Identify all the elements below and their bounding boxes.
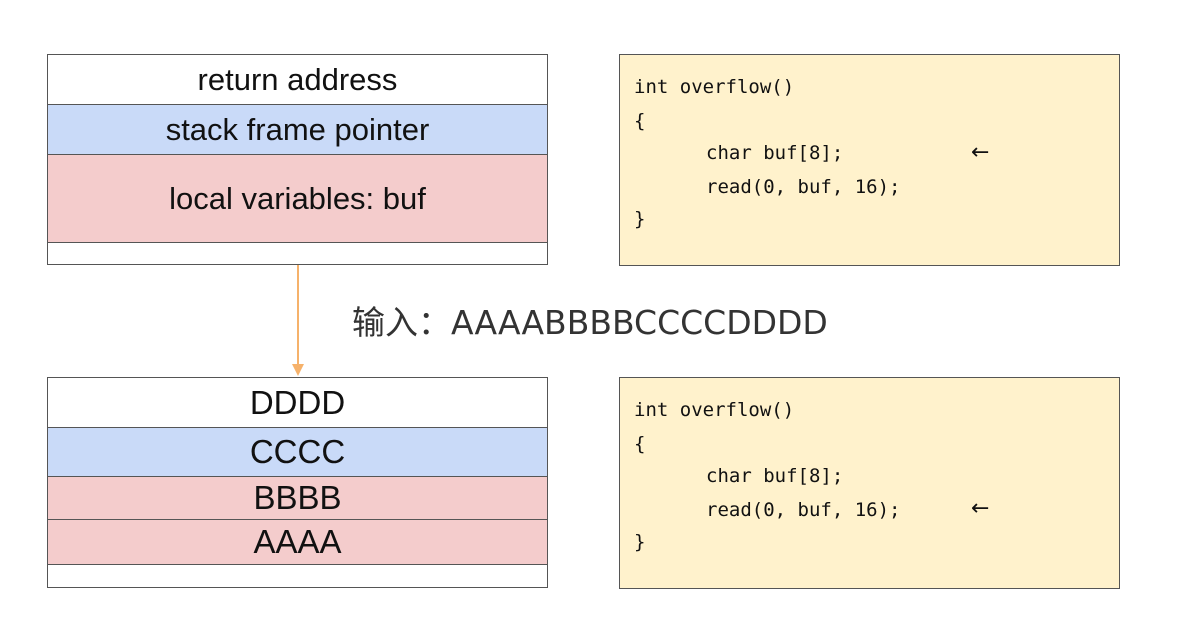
buf-lower-cell: AAAA [48,520,547,565]
stack-bottom-cell [48,243,547,264]
code-line: char buf[8]; [706,142,844,164]
code-line: read(0, buf, 16); [706,499,901,521]
down-arrow-icon [292,265,304,376]
buf-upper-cell: BBBB [48,477,547,520]
code-line: int overflow() [634,76,795,98]
code-line: int overflow() [634,399,795,421]
code-line: char buf[8]; [706,465,844,487]
arrow-left-icon: ← [971,140,990,165]
stack-bottom-cell [48,565,547,586]
code-line: { [634,110,646,132]
overwritten-return-address-cell: DDDD [48,378,547,428]
overwritten-frame-pointer-cell: CCCC [48,428,547,477]
code-box-after: int overflow() { char buf[8]; read(0, bu… [619,377,1120,589]
stack-frame-pointer-cell: stack frame pointer [48,105,547,155]
stack-after-diagram: DDDD CCCC BBBB AAAA [47,377,548,588]
code-line: } [634,208,646,230]
code-box-before: int overflow() { char buf[8]; read(0, bu… [619,54,1120,266]
local-variables-cell: local variables: buf [48,155,547,243]
input-label: 输入：AAAABBBBCCCCDDDD [352,303,828,342]
arrow-left-icon: ← [971,496,990,521]
stack-before-diagram: return address stack frame pointer local… [47,54,548,265]
code-line: } [634,531,646,553]
return-address-cell: return address [48,55,547,105]
code-line: read(0, buf, 16); [706,176,901,198]
code-line: { [634,433,646,455]
